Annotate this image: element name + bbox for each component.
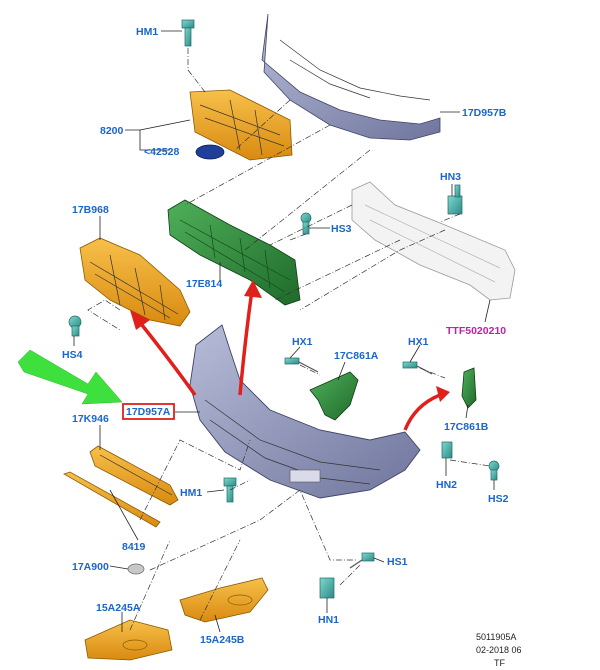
red-arrow-center [238,280,262,396]
emblem-part [195,144,225,160]
lower-grille-part [79,237,191,327]
label-hm1-top: HM1 [136,26,158,38]
clip-hm1-mid-part [223,477,237,503]
label-8200: 8200 [100,125,124,137]
clip-hm1-top-part [181,19,195,47]
footer-code: 5011905A [476,632,516,642]
moulding-8419-part [63,471,161,528]
footer-date: 02-2018 06 [476,645,522,655]
footer-tag: TF [494,658,505,668]
label-15a245b: 15A245B [200,634,245,646]
bracket-17c861b-part [461,367,477,409]
label-17b968: 17B968 [72,204,109,216]
label-hs2: HS2 [488,493,509,505]
red-arrow-left [130,310,197,397]
highlight-box-17d957a [122,403,175,420]
label-hm1-mid: HM1 [180,487,202,499]
clip-hn2-part [441,441,453,459]
label-15a245a: 15A245A [96,602,141,614]
bracket-17e814-part [167,199,301,306]
bracket-17c861a-part [309,371,359,421]
red-arrow-right [403,386,450,431]
upper-bumper-cover-part [261,13,441,141]
label-17k946: 17K946 [72,413,109,425]
clip-hs4-part [68,315,82,337]
bumper-reinforcement-part [351,181,516,301]
clip-hx1-left-part [284,357,319,373]
clip-hs3-part [300,212,312,235]
lower-strip-17k946-part [89,445,179,506]
label-hs3: HS3 [331,223,352,235]
clip-hx1-right-part [402,361,433,375]
label-17d957a: 17D957A [126,406,171,418]
label-hs1: HS1 [387,556,408,568]
green-arrow [17,349,123,405]
clip-hs1-part [349,552,375,569]
fog-bezel-right-part [179,577,269,623]
fog-bezel-left-part [84,619,173,661]
label-hn2: HN2 [436,479,457,491]
clip-hs2-part [488,460,500,481]
clip-hn3-part [447,184,463,215]
label-17d957b: 17D957B [462,107,507,119]
label-42528: <42528 [144,146,179,158]
grille-insert-part [189,89,293,161]
tow-eye-cover-part [127,563,145,575]
label-ttf5020210: TTF5020210 [446,325,506,337]
label-hx1-right: HX1 [408,336,429,348]
label-hs4: HS4 [62,349,83,361]
leader-lines [73,30,495,633]
label-17a900: 17A900 [72,561,109,573]
label-hn1: HN1 [318,614,339,626]
main-bumper-cover-part [189,324,421,499]
label-hn3: HN3 [440,171,461,183]
clip-hn1-part [319,577,335,599]
assembly-lines [87,48,491,631]
label-17e814: 17E814 [186,278,222,290]
label-8419: 8419 [122,541,146,553]
label-17c861b: 17C861B [444,421,489,433]
label-hx1-left: HX1 [292,336,313,348]
label-17c861a: 17C861A [334,350,379,362]
